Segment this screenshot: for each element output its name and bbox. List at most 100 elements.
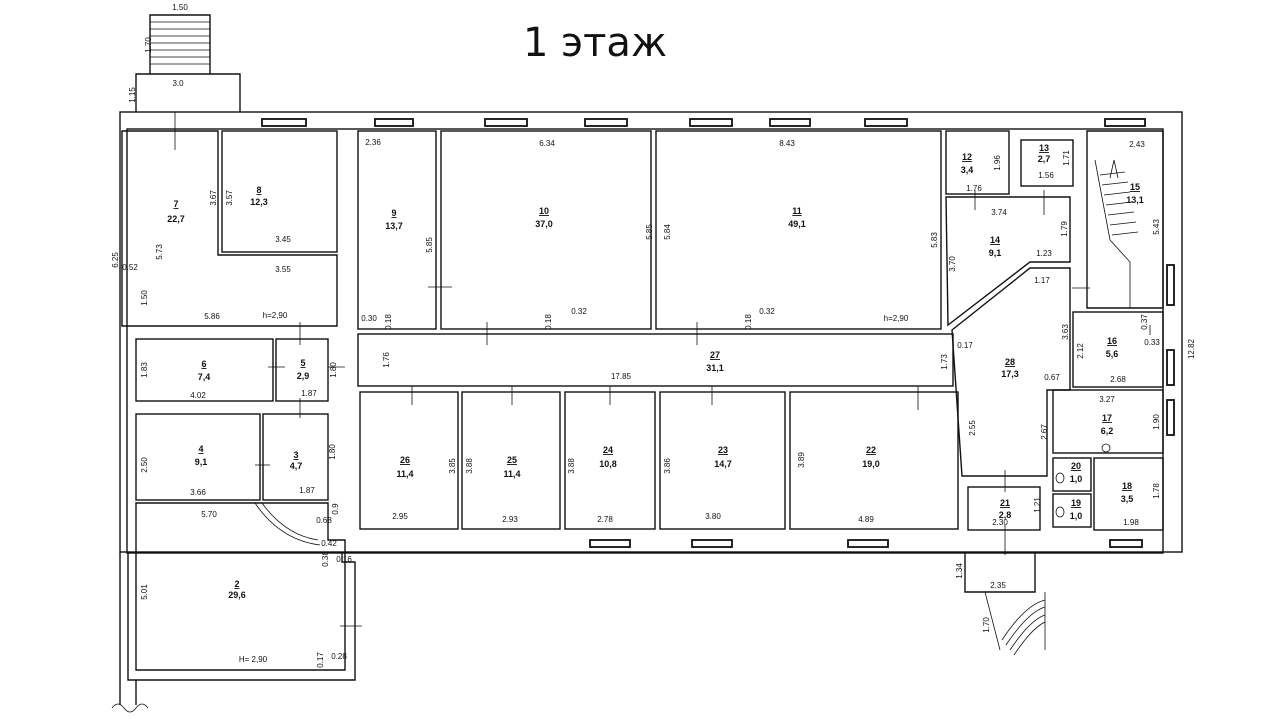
room-number: 21 <box>1000 498 1010 508</box>
dimension-label: 0.9 <box>331 503 340 515</box>
dimension-label: 5.43 <box>1152 219 1161 235</box>
dimension-label: 0.18 <box>544 314 553 330</box>
room-number: 5 <box>300 358 305 368</box>
dimension-label: 1.79 <box>1060 221 1069 237</box>
dimension-label: 1.70 <box>982 617 991 633</box>
dimension-label: 1.50 <box>140 290 149 306</box>
dimension-label: 0.32 <box>571 307 587 316</box>
room-number: 2 <box>234 579 239 589</box>
room-number: 4 <box>198 444 203 454</box>
room-number: 17 <box>1102 413 1112 423</box>
room-number: 7 <box>173 199 178 209</box>
door-swing-room-2 <box>254 502 321 546</box>
room-area: 3,4 <box>961 165 974 175</box>
room-area: 5,6 <box>1106 349 1119 359</box>
dimension-label: 6.25 <box>111 252 120 268</box>
dimension-label: 1.21 <box>1033 497 1042 513</box>
dimension-label: 1.87 <box>301 389 317 398</box>
dimension-label: 0.18 <box>744 314 753 330</box>
dimension-label: 1.71 <box>1062 150 1071 166</box>
room-number: 15 <box>1130 182 1140 192</box>
dimension-label: 3.74 <box>991 208 1007 217</box>
dimension-label: 2.78 <box>597 515 613 524</box>
dimension-label: H= 2,90 <box>239 655 268 664</box>
dimension-label: h=2,90 <box>263 311 288 320</box>
dimension-label: 0.67 <box>1044 373 1060 382</box>
dimension-label: 5.83 <box>930 232 939 248</box>
room-number: 25 <box>507 455 517 465</box>
room-number: 8 <box>256 185 261 195</box>
room-area: 2,9 <box>297 371 310 381</box>
room-number: 24 <box>603 445 613 455</box>
dimension-label: 5.85 <box>645 224 654 240</box>
dimension-label: 1.70 <box>144 37 153 53</box>
room-area: 3,5 <box>1121 494 1134 504</box>
room-area: 37,0 <box>535 219 553 229</box>
dimension-label: 5.70 <box>201 510 217 519</box>
dimension-label: 1.15 <box>128 87 137 103</box>
floor-title: 1 этаж <box>523 20 667 66</box>
dimension-label: 5.01 <box>140 584 149 600</box>
dimension-label: 0.38 <box>321 551 330 567</box>
room-area: 17,3 <box>1001 369 1019 379</box>
room-area: 1,0 <box>1070 474 1083 484</box>
room-number: 11 <box>792 206 802 216</box>
porch-stairs <box>150 21 210 65</box>
dimension-label: 0.68 <box>316 516 332 525</box>
dimension-label: 1.56 <box>1038 171 1054 180</box>
dimension-label: 2.30 <box>992 518 1008 527</box>
dimension-label: 1.98 <box>1123 518 1139 527</box>
room-area: 2,7 <box>1038 154 1051 164</box>
room-area: 9,1 <box>989 248 1002 258</box>
dimension-label: 3.89 <box>797 452 806 468</box>
room-walls <box>121 130 1164 671</box>
dimension-label: 0.42 <box>321 539 337 548</box>
dimension-label: 1.76 <box>382 352 391 368</box>
dimension-ticks <box>174 112 1151 627</box>
room-area: 10,8 <box>599 459 617 469</box>
room-number: 23 <box>718 445 728 455</box>
dimension-label: 5.73 <box>155 244 164 260</box>
dimension-label: 2.12 <box>1076 343 1085 359</box>
windows-top <box>261 118 1175 548</box>
room-area: 11,4 <box>396 469 413 479</box>
dimension-label: 6.34 <box>539 139 555 148</box>
room-number: 14 <box>990 235 1000 245</box>
room-area: 19,0 <box>862 459 880 469</box>
dimension-label: 2.35 <box>990 581 1006 590</box>
dimension-label: 5.86 <box>204 312 220 321</box>
dimension-label: 1.96 <box>993 155 1002 171</box>
dimension-label: 1.34 <box>955 563 964 579</box>
dimension-labels: 1.50 1.70 3.0 1.15 6.25 0.52 5.73 1.50 5… <box>111 3 1196 668</box>
dimension-label: 3.80 <box>705 512 721 521</box>
dimension-label: 0.16 <box>336 555 352 564</box>
dimension-label: 2.55 <box>968 420 977 436</box>
dimension-label: 2.68 <box>1110 375 1126 384</box>
dimension-label: 1.23 <box>1036 249 1052 258</box>
room-number: 13 <box>1039 143 1049 153</box>
dimension-label: 3.70 <box>948 256 957 272</box>
dimension-label: 0.17 <box>957 341 973 350</box>
dimension-label: 3.66 <box>190 488 206 497</box>
room-area: 49,1 <box>788 219 806 229</box>
dimension-label: 2.36 <box>365 138 381 147</box>
dimension-label: 0.33 <box>1144 338 1160 347</box>
dimension-label: 1.80 <box>328 444 337 460</box>
dimension-label: 3.88 <box>567 458 576 474</box>
room-number: 12 <box>962 152 972 162</box>
room-number: 26 <box>400 455 410 465</box>
dimension-label: 1.87 <box>299 486 315 495</box>
toilet-icons <box>1055 443 1111 518</box>
dimension-label: 4.89 <box>858 515 874 524</box>
dimension-label: 4.02 <box>190 391 206 400</box>
dimension-label: 2.93 <box>502 515 518 524</box>
room-number: 28 <box>1005 357 1015 367</box>
room-area: 13,7 <box>385 221 403 231</box>
room-number: 6 <box>201 359 206 369</box>
room-area: 7,4 <box>198 372 211 382</box>
dimension-label: 2.50 <box>140 457 149 473</box>
dimension-label: 0.28 <box>331 652 347 661</box>
dimension-label: 0.37 <box>1140 314 1149 330</box>
room-number: 18 <box>1122 481 1132 491</box>
dimension-label: 8.43 <box>779 139 795 148</box>
